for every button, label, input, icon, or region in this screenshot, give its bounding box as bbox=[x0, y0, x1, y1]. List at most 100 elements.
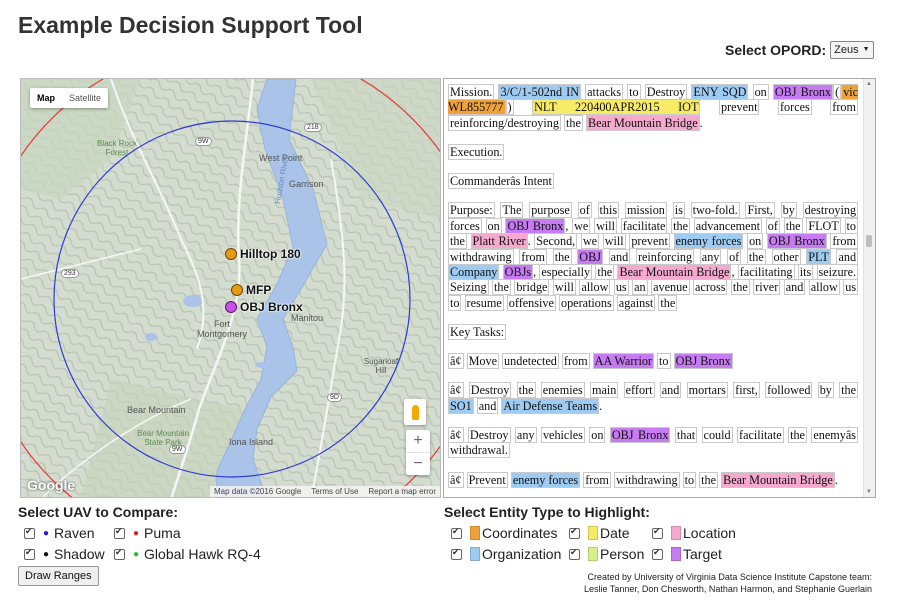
target-checkbox[interactable] bbox=[652, 547, 663, 560]
uav-option-raven[interactable]: ● Raven bbox=[24, 525, 95, 541]
uav-option-puma[interactable]: ● Puma bbox=[114, 525, 181, 541]
token: , bbox=[533, 265, 537, 280]
entity-option-person[interactable]: Person bbox=[569, 546, 644, 562]
entity-option-coordinates[interactable]: Coordinates bbox=[451, 525, 558, 541]
entity-organization: PLT bbox=[806, 248, 831, 265]
token: and bbox=[476, 397, 499, 414]
scroll-up-arrow-icon[interactable]: ▲ bbox=[866, 81, 872, 87]
token: Mission. bbox=[448, 84, 495, 100]
page-title: Example Decision Support Tool bbox=[18, 12, 363, 38]
map-type-map[interactable]: Map bbox=[37, 93, 55, 103]
person-swatch bbox=[588, 547, 598, 561]
token: reinforcing/destroying bbox=[448, 114, 561, 131]
scroll-down-arrow-icon[interactable]: ▼ bbox=[866, 489, 872, 495]
token: by bbox=[817, 382, 834, 399]
token: from bbox=[830, 233, 859, 250]
token: mission bbox=[624, 202, 667, 219]
intent-heading: Commanderâs Intent bbox=[448, 173, 858, 190]
raven-checkbox[interactable] bbox=[24, 526, 35, 539]
token: Destroy bbox=[467, 427, 511, 444]
entity-option-target[interactable]: Target bbox=[652, 546, 722, 562]
key-task-3: â¢ Destroy any vehicles on OBJ Bronx tha… bbox=[448, 427, 858, 459]
token: will bbox=[602, 233, 626, 250]
token: across bbox=[693, 279, 728, 296]
entity-organization: Company bbox=[448, 264, 500, 281]
draw-ranges-button[interactable]: Draw Ranges bbox=[18, 566, 99, 586]
coordinates-checkbox[interactable] bbox=[451, 526, 462, 539]
global-hawk-checkbox[interactable] bbox=[114, 547, 125, 560]
opord-text-panel[interactable]: Mission. 3/C/1-502nd IN attacks to Destr… bbox=[443, 78, 876, 498]
map-type-satellite[interactable]: Satellite bbox=[69, 93, 102, 103]
scroll-thumb[interactable] bbox=[866, 235, 872, 247]
terms-of-use-link[interactable]: Terms of Use bbox=[311, 487, 359, 496]
entity-target: OBJ Bronx bbox=[772, 84, 834, 100]
map-marker-hilltop-180[interactable]: Hilltop 180 bbox=[225, 247, 301, 261]
entity-target: OBJs bbox=[502, 264, 534, 281]
map-panel[interactable]: Map Satellite Black Rock Forest West Poi… bbox=[20, 78, 441, 498]
token: could bbox=[701, 427, 733, 444]
shadow-checkbox[interactable] bbox=[24, 547, 35, 560]
token: prevent bbox=[718, 99, 760, 116]
entity-option-organization[interactable]: Organization bbox=[451, 546, 561, 562]
date-checkbox[interactable] bbox=[569, 526, 580, 539]
token: reinforcing bbox=[635, 248, 695, 265]
uav-option-global-hawk[interactable]: ● Global Hawk RQ-4 bbox=[114, 546, 261, 562]
map-marker-mfp[interactable]: MFP bbox=[231, 283, 271, 297]
organization-checkbox[interactable] bbox=[451, 547, 462, 560]
token: Prevent bbox=[466, 471, 508, 488]
token: any bbox=[699, 248, 722, 265]
token: we bbox=[580, 233, 600, 250]
location-checkbox[interactable] bbox=[652, 526, 663, 539]
entity-organization: enemy forces bbox=[510, 471, 581, 488]
entity-target: OBJ Bronx bbox=[505, 217, 566, 234]
opord-value: Zeus bbox=[834, 44, 859, 56]
map-marker-obj-bronx[interactable]: OBJ Bronx bbox=[225, 300, 303, 314]
token: facilitating bbox=[737, 264, 795, 281]
token: to bbox=[657, 353, 671, 370]
opord-dropdown[interactable]: Zeus ▼ bbox=[830, 41, 874, 59]
entity-option-date[interactable]: Date bbox=[569, 525, 630, 541]
black-dot-icon: ● bbox=[43, 548, 50, 560]
token: us bbox=[843, 279, 859, 296]
zoom-control: + − bbox=[406, 430, 430, 475]
token: the bbox=[839, 382, 859, 399]
key-task-1: â¢ Move undetected from AA Warrior to OB… bbox=[448, 353, 858, 370]
token: the bbox=[552, 248, 572, 265]
token: to bbox=[448, 294, 462, 311]
zoom-out-button[interactable]: − bbox=[406, 452, 430, 475]
token: purpose bbox=[529, 202, 572, 219]
map-place-label: Garrison bbox=[289, 179, 324, 189]
road-shield: 9W bbox=[195, 137, 212, 146]
bullet-glyph: â¢ bbox=[448, 382, 464, 399]
token: and bbox=[783, 279, 806, 296]
puma-checkbox[interactable] bbox=[114, 526, 125, 539]
token: is bbox=[672, 202, 685, 219]
street-view-pegman-icon[interactable] bbox=[404, 399, 426, 425]
entity-option-location[interactable]: Location bbox=[652, 525, 736, 541]
map-type-control: Map Satellite bbox=[30, 88, 109, 108]
token: against bbox=[616, 294, 656, 311]
organization-swatch bbox=[470, 547, 480, 561]
uav-option-shadow[interactable]: ● Shadow bbox=[24, 546, 105, 562]
report-map-error-link[interactable]: Report a map error bbox=[368, 487, 436, 496]
token: forces bbox=[448, 217, 482, 234]
person-checkbox[interactable] bbox=[569, 547, 580, 560]
text-scrollbar[interactable]: ▲ ▼ bbox=[863, 79, 875, 497]
credits: Created by University of Virginia Data S… bbox=[584, 571, 872, 595]
google-logo: Google bbox=[27, 477, 76, 493]
token: offensive bbox=[506, 294, 556, 311]
date-swatch bbox=[588, 526, 598, 540]
token: First, bbox=[745, 202, 775, 219]
token: Move bbox=[466, 353, 499, 370]
token: mortars bbox=[686, 382, 728, 399]
road-shield: 293 bbox=[61, 269, 79, 278]
uav-section-title: Select UAV to Compare: bbox=[18, 504, 178, 520]
entity-target: OBJ bbox=[577, 248, 603, 265]
token: river bbox=[753, 279, 781, 296]
token: advancement bbox=[693, 217, 763, 234]
token: first, bbox=[733, 382, 760, 399]
token: on bbox=[747, 233, 764, 250]
zoom-in-button[interactable]: + bbox=[413, 432, 423, 449]
bullet-glyph: â¢ bbox=[448, 471, 464, 488]
token: on bbox=[485, 217, 502, 234]
